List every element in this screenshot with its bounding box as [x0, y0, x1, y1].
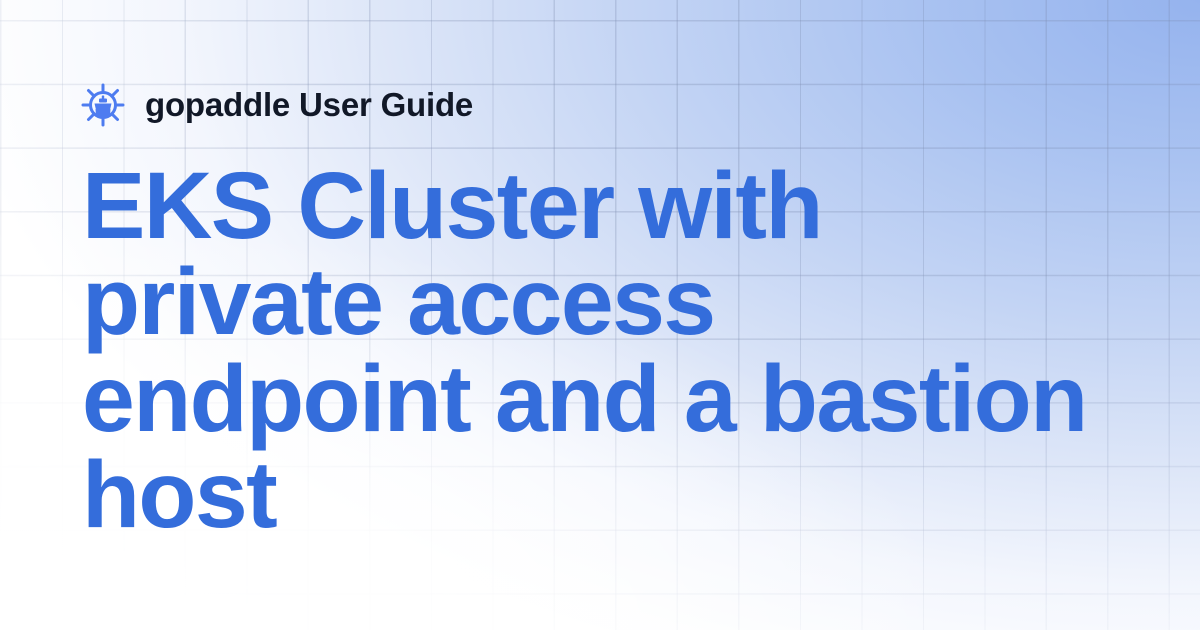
brand-header: gopaddle User Guide	[80, 82, 473, 128]
ship-wheel-icon	[81, 83, 125, 127]
site-name: gopaddle User Guide	[145, 86, 474, 123]
title-line-4: host	[82, 441, 278, 548]
title-line-1: EKS Cluster with	[82, 153, 823, 259]
title-line-3: endpoint and a bastion	[82, 345, 1088, 452]
page-title: EKS Cluster with private access endpoint…	[82, 158, 1162, 543]
title-line-2: private access	[82, 249, 716, 356]
